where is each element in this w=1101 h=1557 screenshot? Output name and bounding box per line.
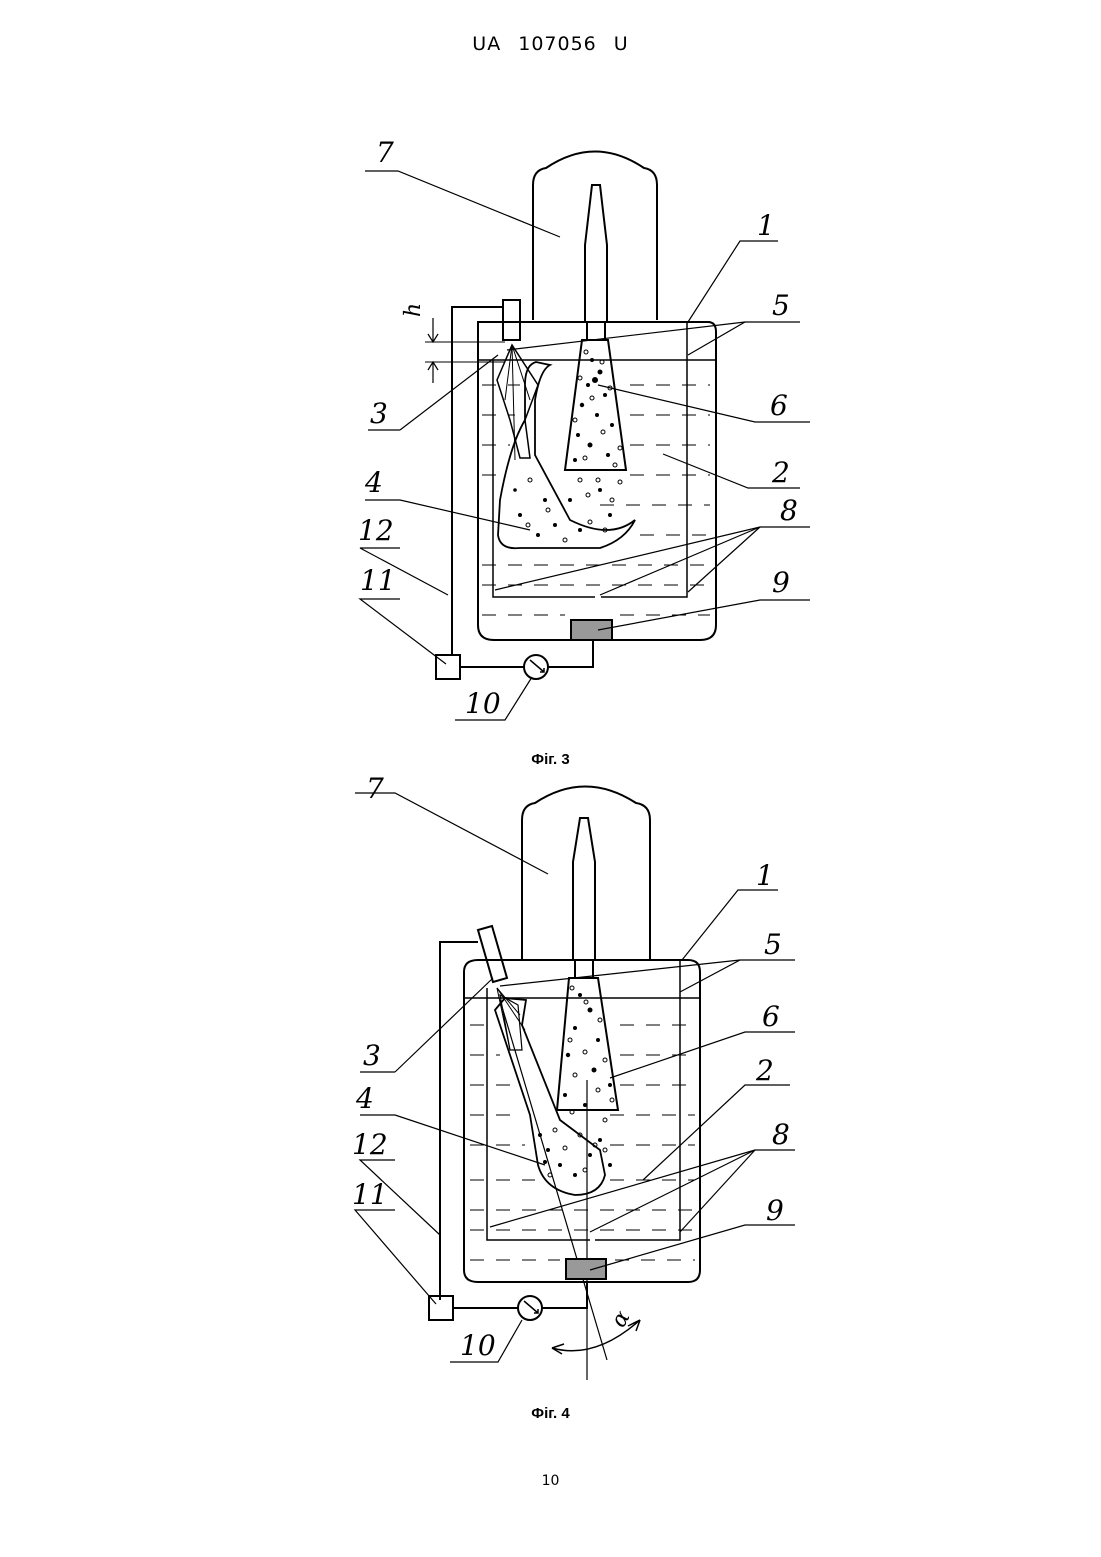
dimension-h: h (401, 303, 426, 317)
callout-8: 8 (780, 494, 798, 527)
callout-2: 2 (771, 456, 790, 489)
page-number: 10 (0, 1473, 1101, 1489)
callout-6: 6 (770, 389, 788, 422)
figure-3-caption: Фіг. 3 (0, 751, 1101, 768)
callout-1: 1 (757, 209, 775, 242)
figure-4-caption: Фіг. 4 (0, 1405, 1101, 1422)
callout-10: 10 (465, 687, 501, 720)
callout-5: 5 (764, 928, 782, 961)
callout-3: 3 (363, 1039, 381, 1072)
callout-9: 9 (766, 1194, 784, 1227)
filter-9 (566, 1259, 606, 1279)
callout-10: 10 (460, 1329, 496, 1362)
callout-4: 4 (355, 1082, 374, 1115)
callout-7: 7 (366, 772, 384, 805)
callout-1: 1 (756, 859, 774, 892)
callout-7: 7 (376, 136, 394, 169)
callout-2: 2 (755, 1054, 774, 1087)
figure-4-drawing: 7 1 5 6 3 2 4 8 12 11 9 10 α (0, 770, 1101, 1390)
callout-3: 3 (370, 397, 388, 430)
callout-9: 9 (772, 566, 790, 599)
callout-11: 11 (360, 564, 396, 597)
callout-12: 12 (352, 1128, 388, 1161)
callout-8: 8 (772, 1118, 790, 1151)
callout-6: 6 (762, 1000, 780, 1033)
callout-12: 12 (358, 514, 394, 547)
filter-9 (571, 620, 612, 640)
callout-11: 11 (352, 1178, 388, 1211)
callout-5: 5 (772, 289, 790, 322)
figure-3-drawing: 7 1 5 3 6 2 4 8 12 11 9 10 h (0, 0, 1101, 745)
callout-4: 4 (364, 466, 383, 499)
